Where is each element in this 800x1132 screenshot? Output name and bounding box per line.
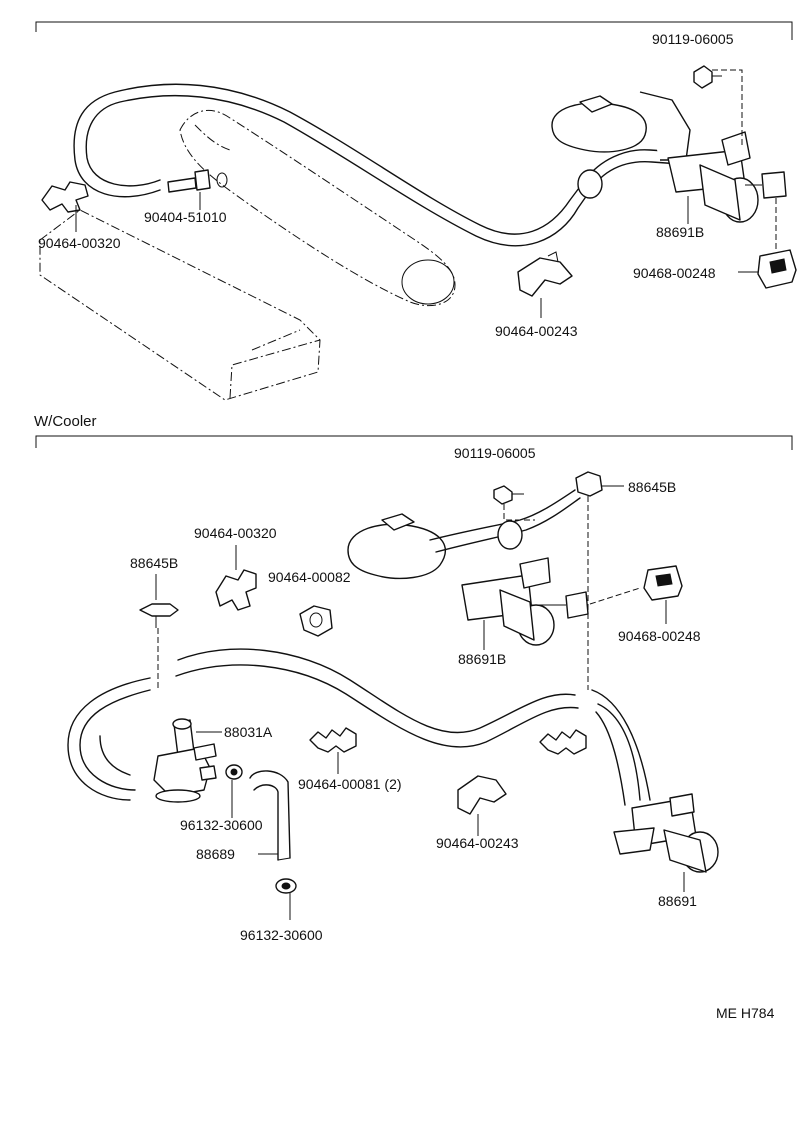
lower-valve [153, 718, 222, 803]
upper-engine-block [179, 109, 456, 307]
lower-tee-right [575, 471, 624, 690]
label-lower-vsv-b: 88691B [458, 651, 506, 667]
label-lower-valve: 88031A [224, 724, 273, 740]
upper-section [35, 21, 797, 401]
footer-code: ME H784 [716, 1005, 775, 1021]
label-lower-clips-081: 90464-00081 (2) [298, 776, 402, 792]
upper-vsv-assembly [551, 69, 787, 250]
upper-vacuum-hose [73, 83, 681, 247]
lower-hose-clamp-1 [225, 764, 243, 818]
upper-clip-left [41, 181, 89, 232]
lower-hose-88689 [249, 770, 291, 861]
lower-vsv [613, 793, 719, 892]
lower-connector [643, 565, 683, 624]
label-lower-hose-clamp-2: 96132-30600 [240, 927, 323, 943]
label-lower-connector: 90468-00248 [618, 628, 701, 644]
lower-section: W/Cooler [34, 413, 793, 920]
label-lower-hose: 88689 [196, 846, 235, 862]
upper-connector [738, 249, 797, 289]
label-lower-vsv-2: 88691 [658, 893, 697, 909]
label-lower-bolt: 90119-06005 [454, 445, 536, 461]
label-lower-hose-clamp-1: 96132-30600 [180, 817, 263, 833]
label-lower-clamp-243: 90464-00243 [436, 835, 519, 851]
upper-fitting [167, 169, 228, 210]
label-upper-vsv: 88691B [656, 224, 704, 240]
lower-clips-081 [309, 727, 587, 774]
lower-clamp-243 [457, 775, 507, 836]
label-lower-clip-320: 90464-00320 [194, 525, 277, 541]
label-upper-clip-left: 90464-00320 [38, 235, 121, 251]
upper-hose-joint [577, 169, 603, 199]
upper-section-bracket [35, 21, 793, 40]
label-upper-connector: 90468-00248 [633, 265, 716, 281]
lower-section-bracket [35, 435, 793, 450]
lower-clip-082 [299, 605, 333, 637]
lower-clip-320 [215, 545, 257, 611]
label-upper-clamp: 90464-00243 [495, 323, 578, 339]
upper-clamp [517, 251, 573, 318]
lower-hose-clamp-2 [275, 878, 297, 920]
label-lower-tee-left: 88645B [130, 555, 178, 571]
upper-bolt [693, 65, 722, 89]
upper-tray [39, 209, 321, 401]
label-lower-clip-082: 90464-00082 [268, 569, 351, 585]
lower-section-caption: W/Cooler [34, 413, 97, 430]
label-upper-fitting: 90404-51010 [144, 209, 227, 225]
lower-bolt [493, 485, 535, 521]
label-upper-bolt: 90119-06005 [652, 31, 734, 47]
label-lower-tee-right: 88645B [628, 479, 676, 495]
lower-tee-left [139, 574, 179, 690]
lower-long-hose [67, 648, 651, 806]
lower-vsv-b [347, 489, 641, 650]
